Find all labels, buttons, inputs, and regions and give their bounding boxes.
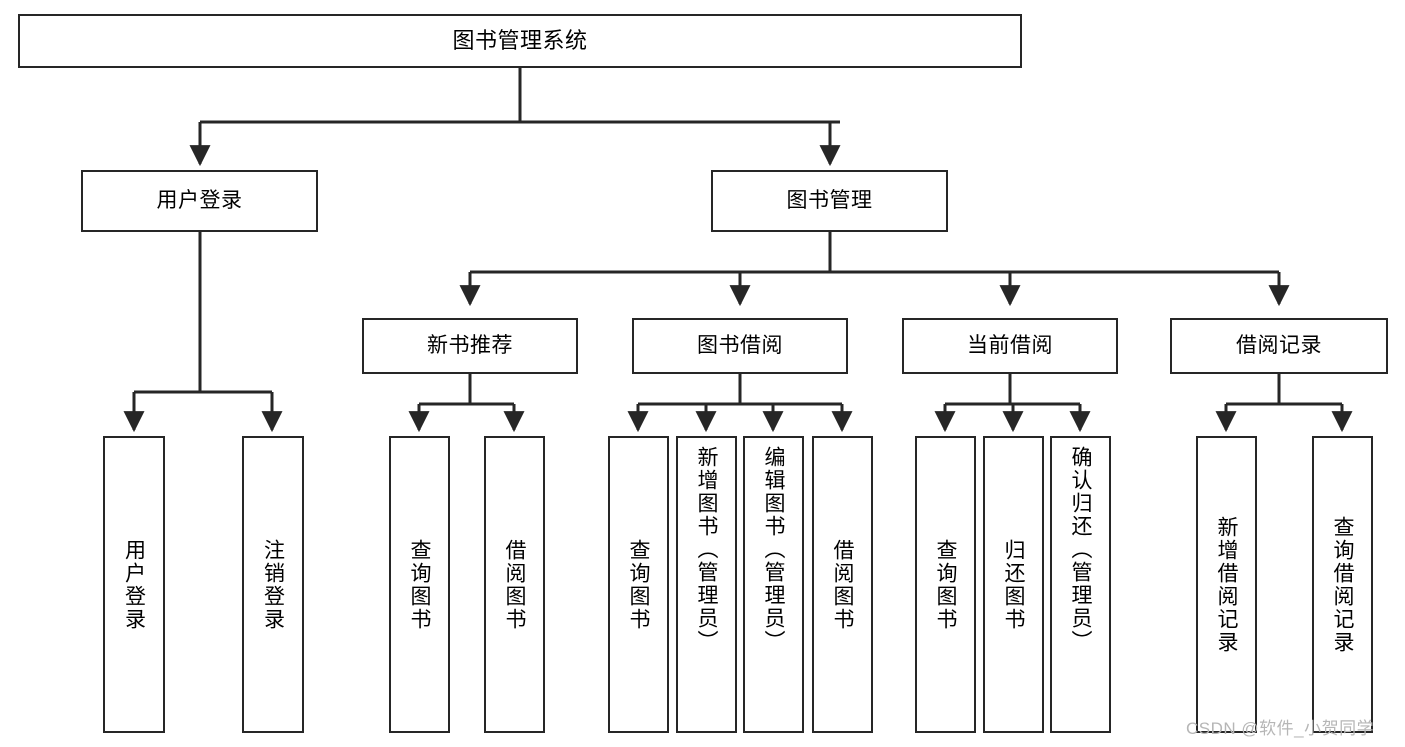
- node-label: 用户登录: [122, 538, 146, 631]
- node-root-book-management-system[interactable]: 图书管理系统: [18, 14, 1022, 68]
- node-label: 查询图书: [408, 538, 431, 631]
- node-label: 查询图书: [627, 538, 650, 631]
- node-borrow-records[interactable]: 借阅记录: [1170, 318, 1388, 374]
- leaf-records-add-record[interactable]: 新增借阅记录: [1196, 436, 1257, 733]
- leaf-new-book-borrow-books[interactable]: 借阅图书: [484, 436, 545, 733]
- node-label: 图书管理系统: [452, 28, 588, 54]
- leaf-user-login-logout[interactable]: 注销登录: [242, 436, 304, 733]
- node-label: 用户登录: [156, 188, 243, 212]
- leaf-current-query-books[interactable]: 查询图书: [915, 436, 976, 733]
- leaf-borrow-query-books[interactable]: 查询图书: [608, 436, 669, 733]
- node-book-management[interactable]: 图书管理: [711, 170, 948, 232]
- node-label: 查询借阅记录: [1331, 515, 1354, 654]
- csdn-watermark: CSDN @软件_小贺同学: [1186, 719, 1375, 738]
- node-label: 归还图书: [1002, 538, 1025, 631]
- node-label: 借阅记录: [1236, 333, 1322, 357]
- leaf-borrow-edit-book-admin[interactable]: 编辑图书（管理员）: [743, 436, 804, 733]
- node-label: 图书管理: [786, 188, 873, 212]
- node-label: 当前借阅: [967, 333, 1053, 357]
- node-label: 图书借阅: [697, 333, 783, 357]
- leaf-current-return-books[interactable]: 归还图书: [983, 436, 1044, 733]
- node-book-borrowing[interactable]: 图书借阅: [632, 318, 848, 374]
- leaf-borrow-add-book-admin[interactable]: 新增图书（管理员）: [676, 436, 737, 733]
- node-current-borrowing[interactable]: 当前借阅: [902, 318, 1118, 374]
- leaf-records-query-record[interactable]: 查询借阅记录: [1312, 436, 1373, 733]
- node-label: 新增借阅记录: [1215, 515, 1238, 654]
- leaf-current-confirm-return-admin[interactable]: 确认归还（管理员）: [1050, 436, 1111, 733]
- node-user-login[interactable]: 用户登录: [81, 170, 318, 232]
- leaf-borrow-borrow-books[interactable]: 借阅图书: [812, 436, 873, 733]
- node-new-book-recommendation[interactable]: 新书推荐: [362, 318, 578, 374]
- leaf-user-login-login[interactable]: 用户登录: [103, 436, 165, 733]
- node-label: 查询图书: [934, 538, 957, 631]
- node-label: 借阅图书: [831, 538, 854, 631]
- node-label: 编辑图书（管理员）: [762, 446, 785, 653]
- node-label: 借阅图书: [503, 538, 526, 631]
- node-label: 注销登录: [261, 538, 285, 631]
- node-label: 确认归还（管理员）: [1069, 446, 1092, 653]
- node-label: 新书推荐: [427, 333, 513, 357]
- node-label: 新增图书（管理员）: [695, 446, 718, 653]
- leaf-new-book-query-books[interactable]: 查询图书: [389, 436, 450, 733]
